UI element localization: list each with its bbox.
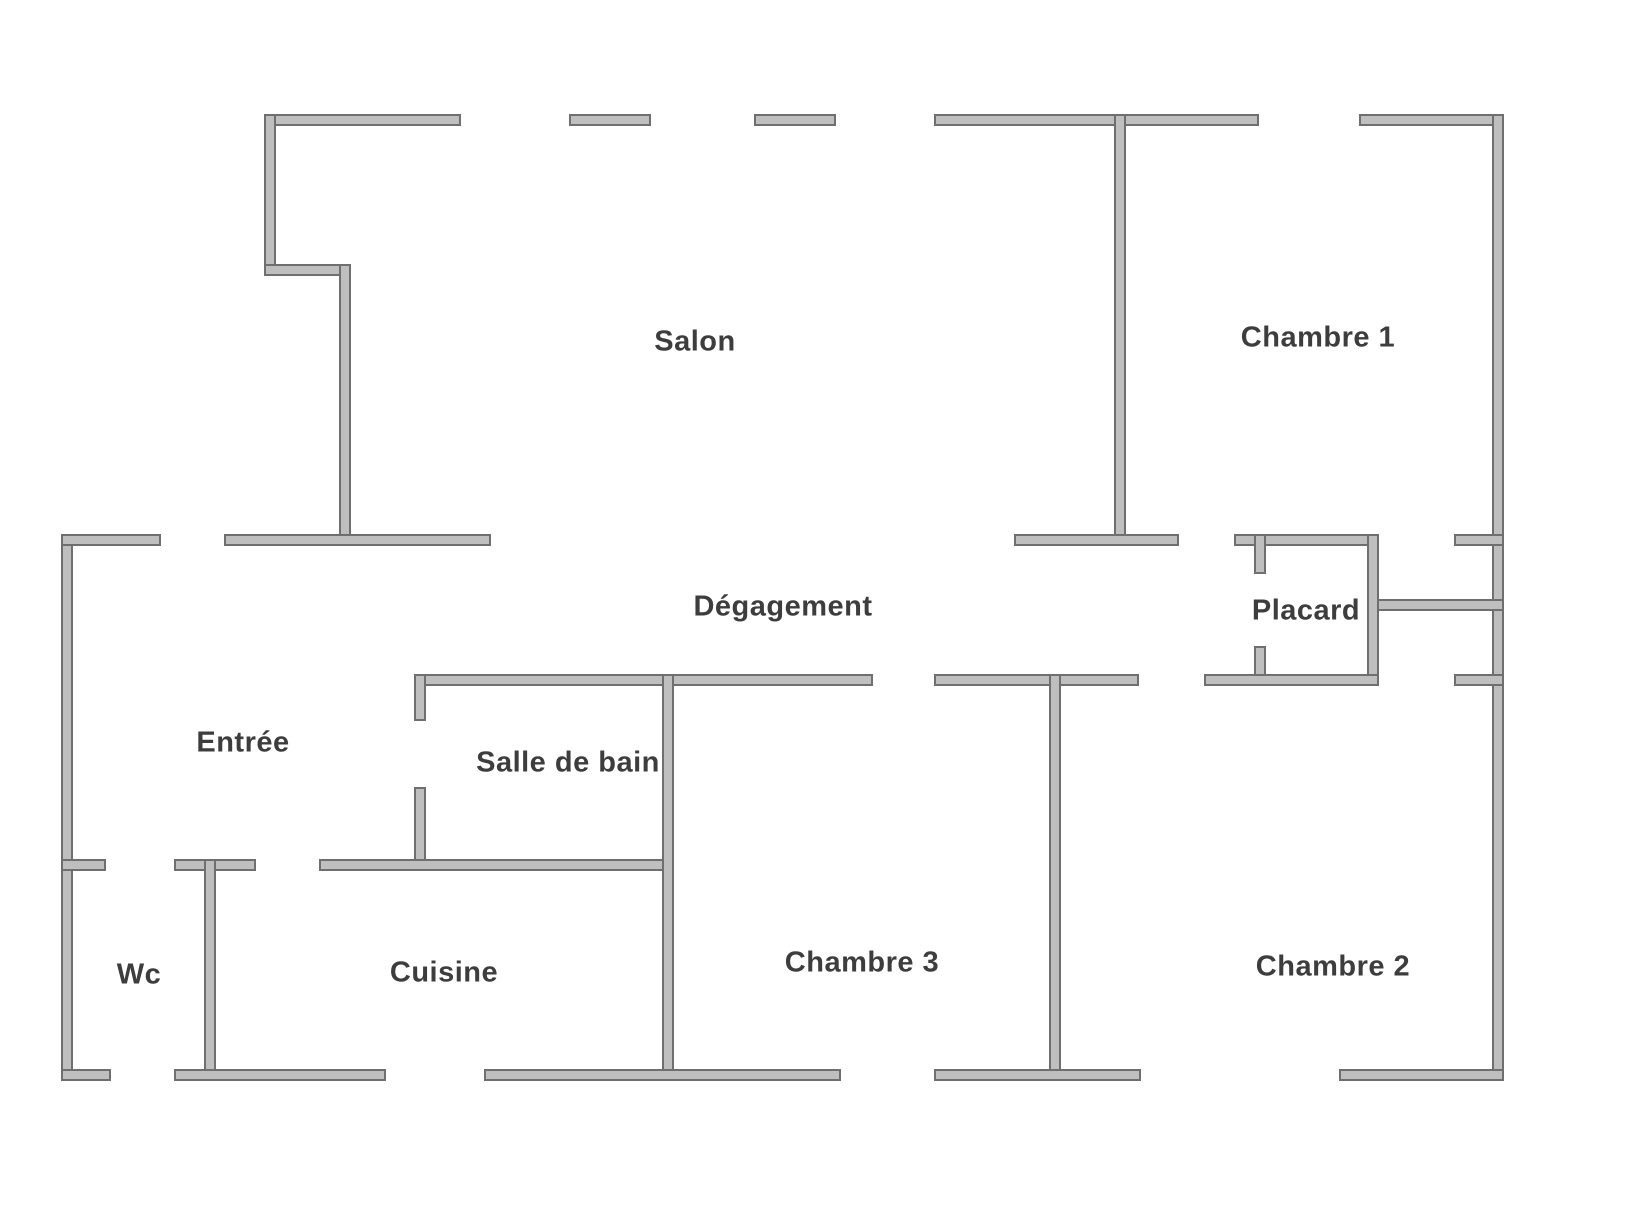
door-jamb-bathroom-upper [414,674,426,721]
wall-notch-vertical-inner [339,264,351,546]
wall-placard-to-right [1377,599,1504,611]
wall-top-segment-4 [934,114,1259,126]
wall-corridor-right [934,674,1139,686]
door-jamb-bathroom-lower [414,787,426,871]
wall-bottom-segment-2 [174,1069,386,1081]
wall-placard-bottom [1204,674,1379,686]
room-label-placard: Placard [1251,594,1361,627]
wall-bottom-segment-5 [1339,1069,1504,1081]
wall-top-segment-3 [754,114,836,126]
wall-wc-right [204,859,216,1081]
room-label-salle-de-bain: Salle de bain [476,746,660,779]
wall-bathroom-kitchen-divider [319,859,673,871]
room-label-salon: Salon [654,325,736,358]
room-label-wc: Wc [116,958,162,991]
wall-bottom-segment-3 [484,1069,841,1081]
room-label-degagement: Dégagement [693,590,873,623]
room-label-entree: Entrée [196,726,290,759]
wall-top-segment-5 [1359,114,1504,126]
wall-salon-bottom-left [224,534,491,546]
wall-right-jamb-lower [1454,674,1504,686]
door-jamb-placard-upper [1254,534,1266,574]
wall-notch-horizontal [264,264,351,276]
wall-right-jamb-upper [1454,534,1504,546]
wall-notch-vertical-outer [264,114,276,276]
room-label-chambre-1: Chambre 1 [1240,321,1396,354]
room-label-cuisine: Cuisine [389,956,499,989]
wall-bottom-segment-1 [61,1069,111,1081]
wall-top-segment-2 [569,114,651,126]
wall-kitchen-chambre3-divider [662,674,674,1081]
wall-wc-top-left-stub [61,859,106,871]
wall-corridor-left [414,674,873,686]
room-label-chambre-2: Chambre 2 [1255,950,1411,983]
wall-entree-top [61,534,161,546]
wall-salon-bottom-right [1014,534,1179,546]
wall-salon-chambre1-divider [1114,114,1126,546]
wall-placard-right [1367,534,1379,686]
wall-bottom-segment-4 [934,1069,1141,1081]
wall-right-exterior [1492,114,1504,1081]
wall-top-segment-1 [264,114,461,126]
wall-chambre3-chambre2-divider [1049,674,1061,1081]
room-label-chambre-3: Chambre 3 [784,946,940,979]
wall-left-exterior [61,534,73,1081]
